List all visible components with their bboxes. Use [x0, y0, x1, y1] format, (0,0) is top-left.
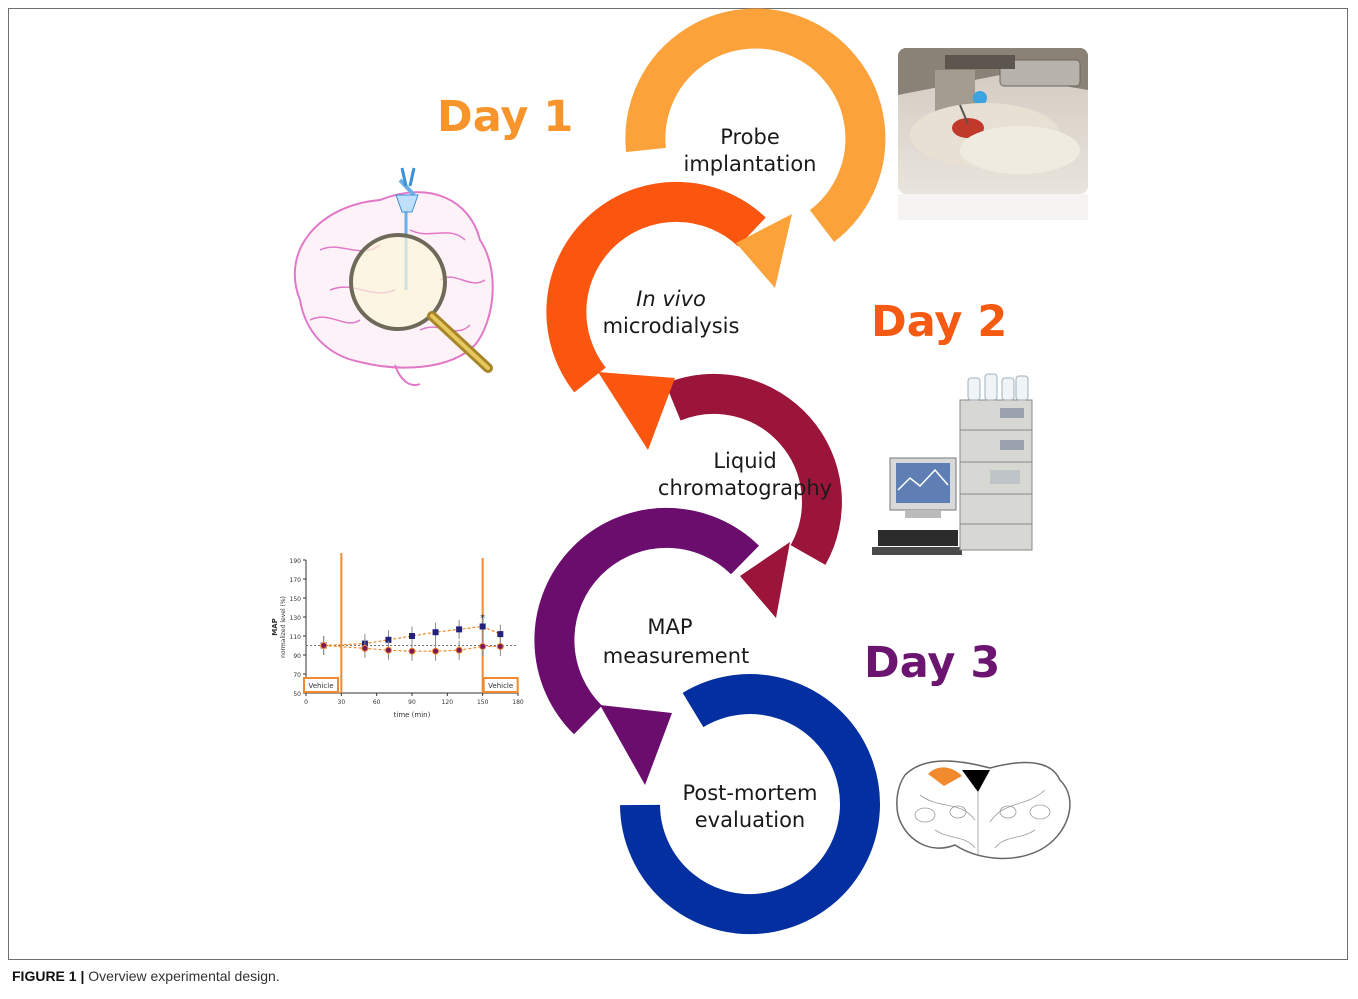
chart-point-b [384, 646, 392, 654]
caption-text: Overview experimental design. [84, 968, 280, 984]
caption-label: FIGURE 1 | [12, 968, 85, 984]
chart-x-tick-label: 0 [304, 699, 308, 706]
ring-probe [625, 8, 886, 242]
brainstem-section [896, 760, 1071, 860]
step-label-postmortem-1: Post-mortem [682, 781, 817, 805]
chart-x-tick-label: 30 [338, 699, 346, 706]
photo-reflection [898, 194, 1088, 220]
chart-vehicle-box-1 [303, 677, 339, 693]
day3-label: Day 3 [864, 638, 1000, 688]
chart-series-a-line [323, 625, 501, 647]
chart-significance-star: * [480, 613, 485, 624]
experimental-design-diagram: Probe implantation In vivo microdialysis… [271, 8, 1088, 935]
step-label-chromatography-2: chromatography [658, 476, 832, 500]
arrow-map [534, 507, 759, 785]
chart-point-a [497, 631, 504, 638]
chart-vehicle-box-2-label: Vehicle [488, 682, 513, 690]
arrow-postmortem [620, 674, 880, 935]
chart-point-b [455, 646, 463, 654]
chart-y-tick-label: 130 [290, 615, 302, 622]
chart-y-tick-label: 170 [290, 577, 302, 584]
chart-y-tick-label: 150 [290, 596, 302, 603]
brain-illustration [293, 167, 494, 386]
ring-map [534, 507, 759, 735]
ring-postmortem [620, 674, 880, 935]
step-label-postmortem-2: evaluation [695, 808, 805, 832]
chart-point-b [432, 647, 440, 655]
chart-x-tick-label: 150 [477, 699, 489, 706]
arrow-probe [625, 8, 886, 288]
step-label-microdialysis: microdialysis [603, 314, 740, 338]
arrow-microdialysis [546, 181, 766, 450]
chart-point-a [409, 633, 415, 639]
arrow-chromatography [665, 373, 842, 618]
chart-y-tick-label: 90 [293, 653, 301, 660]
arrowhead-microdialysis [598, 372, 675, 450]
chart-x-tick-label: 90 [408, 699, 416, 706]
step-label-probe-2: implantation [684, 152, 817, 176]
chart-y-tick-label: 70 [293, 672, 301, 679]
chart-point-b [320, 642, 328, 649]
chart-y-label-bottom: normalized level (%) [280, 596, 287, 658]
chart-y-tick-label: 50 [293, 691, 301, 698]
chart-y-tick-label: 190 [290, 558, 302, 565]
chart-point-a [432, 629, 439, 636]
arrowhead-map [600, 705, 672, 785]
chart-x-label: time (min) [394, 711, 431, 719]
chart-point-a [456, 626, 463, 633]
step-label-microdialysis-italic: In vivo [636, 287, 706, 311]
chart-point-a [479, 623, 486, 630]
chart-x-tick-label: 120 [442, 699, 454, 706]
ring-microdialysis [546, 181, 766, 393]
chart-vehicle-box-1-label: Vehicle [308, 682, 333, 690]
chart-point-a [385, 636, 392, 643]
chart-x-tick-label: 180 [512, 699, 524, 706]
chart-point-b [361, 644, 369, 652]
figure-frame [8, 8, 1348, 960]
day2-label: Day 2 [871, 297, 1007, 347]
inset-map-chart: 190 170 150 130 110 90 70 500 30 60 90 120 150 180 tim… [271, 553, 524, 719]
step-label-map-1: MAP [647, 615, 692, 639]
surgery-photo [898, 48, 1088, 194]
chart-y-tick-label: 110 [290, 634, 302, 641]
day1-label: Day 1 [437, 92, 573, 142]
ring-chromatography [665, 373, 842, 565]
chart-y-label-top: MAP [271, 618, 279, 636]
step-label-map-2: measurement [603, 644, 750, 668]
arrowhead-chromatography [740, 542, 790, 618]
chart-point-b [496, 642, 504, 650]
step-label-probe-1: Probe [720, 125, 780, 149]
figure-caption: FIGURE 1 | Overview experimental design. [12, 968, 280, 984]
step-label-chromatography-1: Liquid [713, 449, 776, 473]
chart-point-b [408, 647, 416, 655]
arrowhead-probe [736, 214, 792, 288]
chart-point-b [479, 642, 487, 650]
chart-vehicle-box-2 [482, 677, 519, 693]
hplc-instrument [872, 373, 1033, 555]
chart-x-tick-label: 60 [373, 699, 381, 706]
chart-series-b-line [323, 644, 501, 652]
